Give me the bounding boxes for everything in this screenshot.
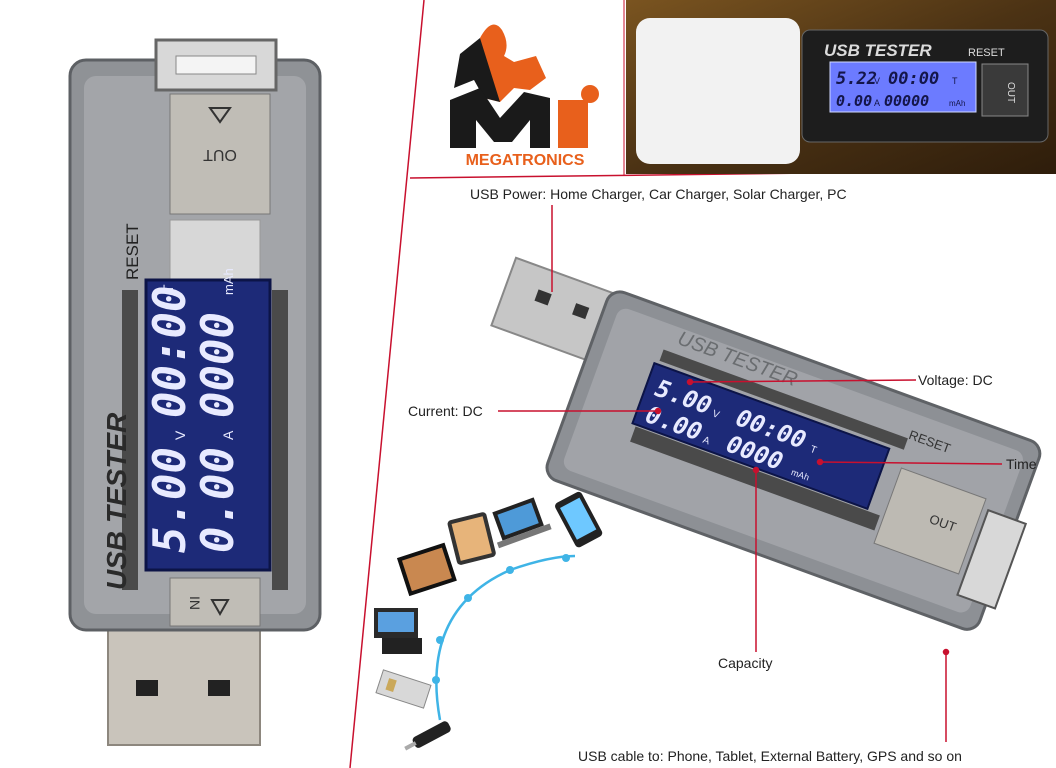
left-lcd-screen xyxy=(144,278,272,572)
callout-current: Current: DC xyxy=(408,403,483,419)
megatronics-logo: MEGATRONICS xyxy=(450,24,599,169)
left-usb-tester-title: USB TESTER xyxy=(101,412,132,590)
callout-voltage: Voltage: DC xyxy=(918,372,993,388)
left-capacity-unit: mAh xyxy=(221,268,236,295)
in-port-label: IN xyxy=(187,596,203,610)
callout-time: Time xyxy=(1006,456,1037,472)
left-current-reading: 0.00 xyxy=(193,447,244,553)
photo-capacity-unit: mAh xyxy=(949,99,965,108)
diagram-device: USB TESTER RESET 5.00 V 00:00 T 0.00 A 0… xyxy=(490,256,1042,631)
usb-a-male-plug xyxy=(107,619,261,746)
phone-icon xyxy=(555,491,603,548)
left-voltage-reading: 5.00 xyxy=(145,447,196,553)
left-voltage-unit: V xyxy=(172,430,188,440)
photo-usb-tester-title: USB TESTER xyxy=(824,41,932,60)
tablet-icon xyxy=(447,512,496,565)
out-port-label: OUT xyxy=(203,146,237,163)
photo-out-label: OUT xyxy=(1005,82,1016,103)
laptop-icon xyxy=(492,497,552,549)
connection-arc xyxy=(435,554,576,721)
left-time-reading: 00:00 xyxy=(145,286,196,418)
car-charger-icon xyxy=(404,721,451,751)
battery-pack-icon xyxy=(375,669,432,709)
diagram-time-unit: T xyxy=(808,444,818,456)
device-fan-illustration xyxy=(374,491,603,751)
tester-in-charger-photo: USB TESTER RESET 5.22 V 00:00 T 0.00 A 0… xyxy=(626,0,1056,174)
photo-frame-icon xyxy=(396,542,457,597)
callout-usb-power: USB Power: Home Charger, Car Charger, So… xyxy=(470,186,847,202)
left-current-unit: A xyxy=(220,430,236,440)
brand-name: MEGATRONICS xyxy=(466,152,585,169)
diagram-usb-female-port xyxy=(956,508,1028,610)
left-capacity-reading: 0000 xyxy=(193,312,244,418)
left-device-photo: OUT RESET 5.00 V 00:00 T 0.00 A 0000 mAh… xyxy=(68,38,322,746)
diagram-voltage-unit: V xyxy=(711,408,721,421)
photo-time-reading: 00:00 xyxy=(888,69,939,89)
callout-usb-cable: USB cable to: Phone, Tablet, External Ba… xyxy=(578,748,962,764)
photo-lcd-screen xyxy=(829,61,977,113)
computer-icon xyxy=(374,608,422,654)
wall-charger xyxy=(636,18,800,164)
photo-current-unit: A xyxy=(874,98,880,108)
photo-time-unit: T xyxy=(952,76,958,86)
photo-voltage-unit: V xyxy=(874,76,880,86)
diagram-lcd-screen xyxy=(631,361,891,511)
diagram-current-unit: A xyxy=(701,435,711,448)
photo-reset-label: RESET xyxy=(968,47,1005,59)
callout-capacity: Capacity xyxy=(718,655,773,671)
photo-current-reading: 0.00 xyxy=(836,92,872,110)
left-time-unit: T xyxy=(160,284,176,293)
photo-capacity-reading: 00000 xyxy=(884,92,929,110)
reset-label: RESET xyxy=(123,223,142,280)
photo-voltage-reading: 5.22 xyxy=(836,69,877,89)
